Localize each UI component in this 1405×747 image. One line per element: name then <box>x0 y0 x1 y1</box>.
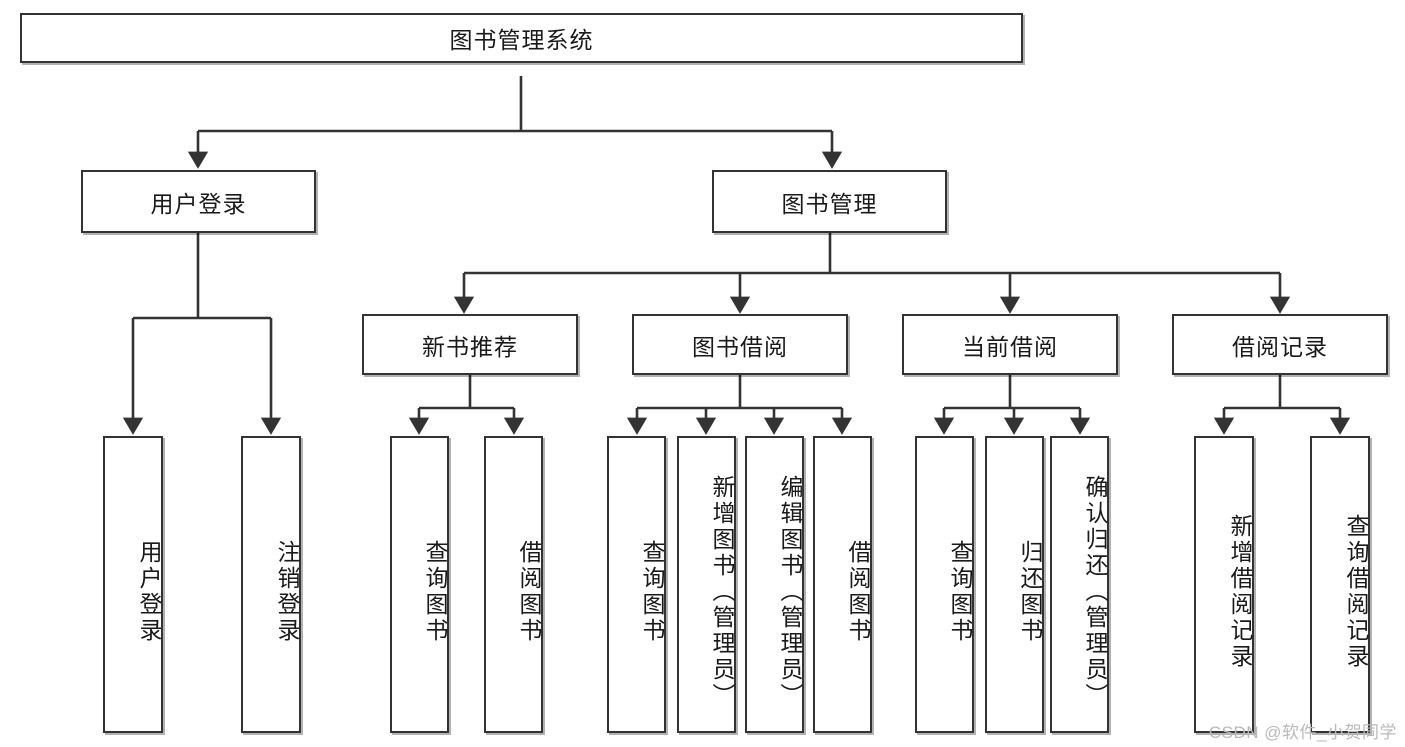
node-user-login[interactable]: 用户登录 <box>81 170 316 233</box>
node-borrow-record-label: 借阅记录 <box>1232 333 1328 360</box>
leaf-confirm-return-admin-label: 确认归还（管理员） <box>1082 474 1108 709</box>
node-current-borrow-label: 当前借阅 <box>962 333 1058 360</box>
leaf-query-book-borrow-label: 查询图书 <box>639 539 665 644</box>
node-new-book-recommend-label: 新书推荐 <box>422 333 518 360</box>
node-book-borrow-label: 图书借阅 <box>692 333 788 360</box>
leaf-add-borrow-record-label: 新增借阅记录 <box>1227 513 1253 670</box>
node-root[interactable]: 图书管理系统 <box>20 13 1023 63</box>
leaf-return-book[interactable]: 归还图书 <box>985 436 1044 733</box>
leaf-query-borrow-record-label: 查询借阅记录 <box>1343 513 1369 670</box>
leaf-edit-book-admin-label: 编辑图书（管理员） <box>777 474 803 709</box>
leaf-add-book-admin-label: 新增图书（管理员） <box>709 474 735 709</box>
node-current-borrow[interactable]: 当前借阅 <box>902 314 1118 375</box>
leaf-query-book-rec-label: 查询图书 <box>422 539 448 644</box>
leaf-return-book-label: 归还图书 <box>1017 539 1043 644</box>
leaf-logout-label: 注销登录 <box>274 539 300 644</box>
node-book-borrow[interactable]: 图书借阅 <box>632 314 848 375</box>
leaf-query-book-borrow[interactable]: 查询图书 <box>607 436 666 733</box>
leaf-add-borrow-record[interactable]: 新增借阅记录 <box>1194 436 1254 733</box>
leaf-logout[interactable]: 注销登录 <box>241 436 301 733</box>
node-borrow-record[interactable]: 借阅记录 <box>1172 314 1388 375</box>
leaf-edit-book-admin[interactable]: 编辑图书（管理员） <box>745 436 804 733</box>
leaf-query-book-current[interactable]: 查询图书 <box>915 436 974 733</box>
leaf-borrow-book-label: 借阅图书 <box>845 539 871 644</box>
leaf-user-login[interactable]: 用户登录 <box>103 436 163 733</box>
leaf-query-book-current-label: 查询图书 <box>947 539 973 644</box>
leaf-user-login-label: 用户登录 <box>136 539 162 644</box>
node-user-login-label: 用户登录 <box>150 190 247 217</box>
node-root-label: 图书管理系统 <box>449 27 594 53</box>
leaf-confirm-return-admin[interactable]: 确认归还（管理员） <box>1050 436 1109 733</box>
leaf-borrow-book-rec[interactable]: 借阅图书 <box>484 436 543 733</box>
leaf-borrow-book-rec-label: 借阅图书 <box>516 539 542 644</box>
node-book-manage[interactable]: 图书管理 <box>712 170 947 233</box>
leaf-borrow-book[interactable]: 借阅图书 <box>813 436 872 733</box>
leaf-query-borrow-record[interactable]: 查询借阅记录 <box>1310 436 1370 733</box>
node-new-book-recommend[interactable]: 新书推荐 <box>362 314 578 375</box>
leaf-add-book-admin[interactable]: 新增图书（管理员） <box>677 436 736 733</box>
node-book-manage-label: 图书管理 <box>781 190 878 217</box>
watermark: CSDN @软件_小贺同学 <box>1208 723 1397 742</box>
leaf-query-book-rec[interactable]: 查询图书 <box>390 436 449 733</box>
